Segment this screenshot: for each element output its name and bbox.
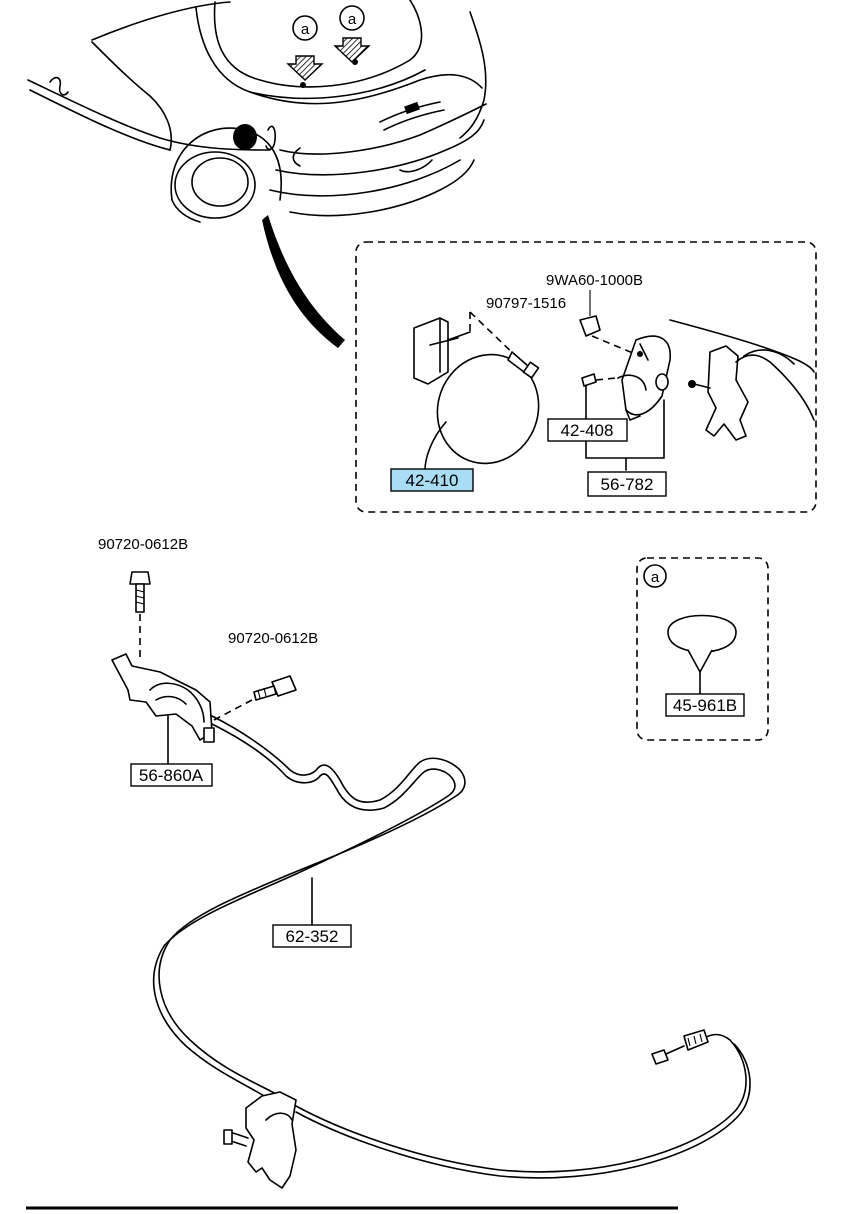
fuel-door-detail <box>355 241 817 513</box>
svg-text:90720-0612B: 90720-0612B <box>98 536 188 553</box>
svg-text:a: a <box>651 569 660 586</box>
svg-text:a: a <box>348 11 357 28</box>
svg-text:56-782: 56-782 <box>601 475 654 494</box>
box-56-860a[interactable]: 56-860A <box>130 763 213 787</box>
svg-text:90720-0612B: 90720-0612B <box>228 630 318 647</box>
svg-text:56-860A: 56-860A <box>139 766 204 785</box>
box-56-782[interactable]: 56-782 <box>587 471 667 497</box>
svg-text:62-352: 62-352 <box>286 927 339 946</box>
hatched-arrow-icon <box>286 55 324 81</box>
svg-text:90797-1516: 90797-1516 <box>486 295 566 312</box>
box-42-408[interactable]: 42-408 <box>547 418 628 442</box>
label-9wa60-1000b: 9WA60-1000B <box>546 272 643 289</box>
hatched-arrow-icon <box>333 37 371 63</box>
svg-text:a: a <box>301 21 310 38</box>
callout-a-right[interactable]: a <box>333 5 371 65</box>
opener-cable-assembly <box>111 571 751 1189</box>
label-90797-1516: 90797-1516 <box>486 295 566 312</box>
callout-a-left[interactable]: a <box>286 15 324 88</box>
svg-text:42-410: 42-410 <box>406 471 459 490</box>
box-45-961b[interactable]: 45-961B <box>665 693 745 717</box>
car-rear-illustration <box>27 0 487 348</box>
svg-text:42-408: 42-408 <box>561 421 614 440</box>
box-62-352[interactable]: 62-352 <box>272 924 352 948</box>
clip-detail <box>636 557 769 741</box>
label-90720-0612b-top: 90720-0612B <box>98 536 188 553</box>
svg-text:45-961B: 45-961B <box>673 696 737 715</box>
label-90720-0612b-mid: 90720-0612B <box>228 630 318 647</box>
box-42-410-highlighted[interactable]: 42-410 <box>390 468 474 492</box>
svg-text:9WA60-1000B: 9WA60-1000B <box>546 272 643 289</box>
callout-a-detail[interactable]: a <box>643 564 667 588</box>
